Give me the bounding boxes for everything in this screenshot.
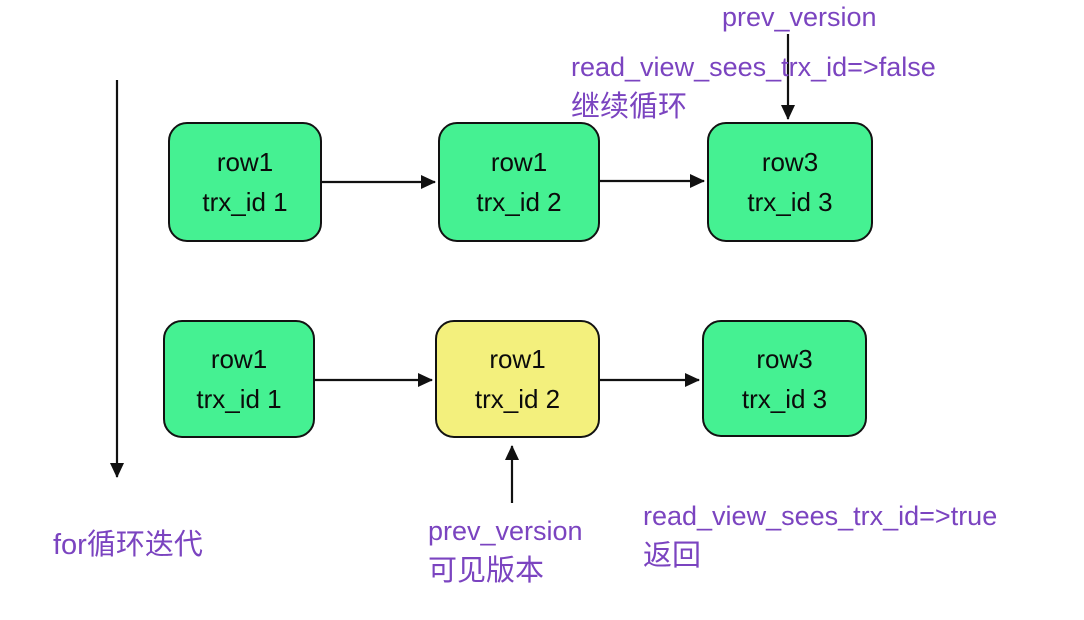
node-label-trx-id: trx_id 2 (476, 187, 562, 217)
annotation-read-view-sees-true: read_view_sees_trx_id=>true 返回 (643, 499, 997, 573)
node-label-trx-id: trx_id 1 (196, 384, 282, 414)
node-label-row: row1 (210, 344, 268, 374)
annotation-read-view-false-line: read_view_sees_trx_id=>false (571, 52, 936, 82)
node-top-row1-trx1: row1 trx_id 1 (168, 122, 322, 242)
annotation-return-label: 返回 (643, 540, 702, 572)
annotation-continue-loop-label: 继续循环 (571, 91, 688, 123)
node-label-row: row1 (490, 147, 548, 177)
node-top-row1-trx2: row1 trx_id 2 (438, 122, 600, 242)
node-top-row3-trx3: row3 trx_id 3 (707, 122, 873, 242)
node-label-row: row1 (489, 344, 546, 374)
annotation-prev-version-bottom-line: prev_version (428, 516, 583, 546)
node-bottom-row1-trx2-visible-version: row1 trx_id 2 (435, 320, 600, 438)
node-bottom-row1-trx1: row1 trx_id 1 (163, 320, 315, 438)
annotation-prev-version-visible: prev_version 可见版本 (428, 514, 583, 588)
annotation-visible-version-label: 可见版本 (428, 555, 545, 587)
node-label-row: row3 (756, 343, 813, 374)
node-bottom-row3-trx3: row3 trx_id 3 (702, 320, 867, 437)
node-label-trx-id: trx_id 3 (741, 383, 828, 414)
node-label-trx-id: trx_id 3 (747, 187, 833, 217)
node-label-trx-id: trx_id 2 (474, 384, 561, 414)
annotation-read-view-true-line: read_view_sees_trx_id=>true (643, 501, 998, 531)
node-label-trx-id: trx_id 1 (202, 187, 288, 217)
node-label-row: row3 (761, 147, 819, 177)
node-label-row: row1 (216, 147, 274, 177)
annotation-read-view-sees-false: read_view_sees_trx_id=>false 继续循环 (571, 50, 936, 124)
annotation-prev-version-top: prev_version (722, 2, 877, 32)
annotation-for-loop-iteration: for循环迭代 (53, 529, 203, 561)
